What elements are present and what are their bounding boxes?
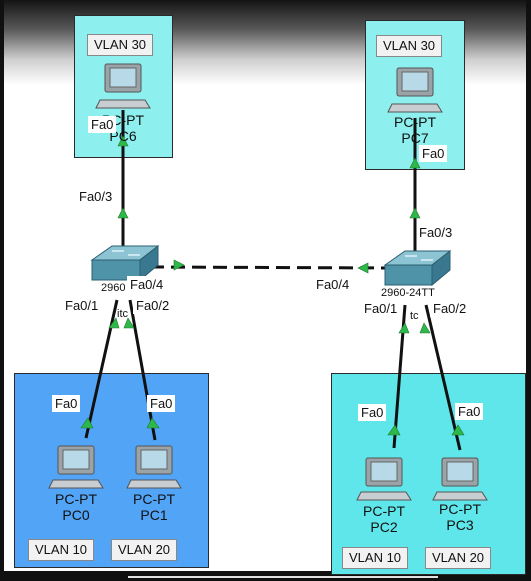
pc7-name-label: PC7 xyxy=(401,130,429,146)
pc7-port-label: Fa0 xyxy=(419,145,448,162)
pc3-type-label: PC-PT xyxy=(439,501,481,517)
switch1-name-label: tc xyxy=(410,310,419,322)
link-light xyxy=(398,322,410,334)
switch0-port-fa01-label: Fa0/1 xyxy=(62,297,102,314)
pc-icon-pc3 xyxy=(432,457,488,501)
vlan-tag-top-left: VLAN 30 xyxy=(87,34,154,56)
link-light xyxy=(117,207,129,219)
link-light xyxy=(173,259,185,271)
switch0-port-fa03-label: Fa0/3 xyxy=(79,189,113,204)
cable-pc3-switch1 xyxy=(424,304,462,451)
switch0-model-label: 2960 xyxy=(101,282,126,294)
link-light xyxy=(117,135,129,147)
right-border xyxy=(526,0,531,581)
pc3-name-label: PC3 xyxy=(446,517,474,533)
pc2-name-label: PC2 xyxy=(370,519,398,535)
link-light xyxy=(451,424,465,436)
link-light xyxy=(419,322,431,334)
pc2-type-label: PC-PT xyxy=(363,503,405,519)
link-light xyxy=(357,262,369,274)
vlan-tag-bottom-right-b: VLAN 20 xyxy=(425,547,492,569)
vlan-tag-bottom-left-b: VLAN 20 xyxy=(111,539,178,561)
switch0-name-label: itc xyxy=(117,308,128,320)
link-light xyxy=(123,317,135,329)
switch1-port-fa04-label: Fa0/4 xyxy=(313,276,353,293)
pc-icon-pc7 xyxy=(387,67,443,113)
pc-icon-pc6 xyxy=(95,63,151,109)
switch-icon-right xyxy=(383,249,452,287)
link-light xyxy=(146,417,160,429)
switch1-port-fa02-label: Fa0/2 xyxy=(430,300,470,317)
link-light xyxy=(409,207,421,219)
pc3-port-label: Fa0 xyxy=(455,403,484,420)
link-light xyxy=(80,417,94,429)
switch0-port-fa04-label: Fa0/4 xyxy=(127,276,167,293)
pc-icon-pc0 xyxy=(48,445,104,489)
vlan-tag-top-right: VLAN 30 xyxy=(376,35,443,57)
switch0-port-fa02-label: Fa0/2 xyxy=(133,297,173,314)
pc-icon-pc2 xyxy=(356,457,412,501)
pc1-type-label: PC-PT xyxy=(133,491,175,507)
trunk-cable xyxy=(149,265,393,270)
pc0-name-label: PC0 xyxy=(62,507,90,523)
switch1-model-label: 2960-24TT xyxy=(381,287,435,299)
cable-pc0-switch0 xyxy=(84,299,119,439)
vlan-area-bottom-left xyxy=(14,373,209,568)
pc7-type-label: PC-PT xyxy=(394,114,436,130)
bottom-scrollbar[interactable] xyxy=(128,576,438,578)
switch1-port-fa01-label: Fa0/1 xyxy=(361,300,401,317)
switch1-port-fa03-label: Fa0/3 xyxy=(419,225,453,240)
pc1-port-label: Fa0 xyxy=(147,395,176,412)
link-light xyxy=(387,424,401,436)
link-light xyxy=(108,317,120,329)
pc2-port-label: Fa0 xyxy=(358,404,387,421)
pc0-port-label: Fa0 xyxy=(52,395,81,412)
pc-icon-pc1 xyxy=(126,445,182,489)
left-border xyxy=(0,0,4,581)
vlan-tag-bottom-right-a: VLAN 10 xyxy=(342,547,409,569)
switch-icon-left xyxy=(90,244,160,282)
pc6-port-label: Fa0 xyxy=(88,116,117,133)
cable-pc1-switch0 xyxy=(128,299,157,441)
pc1-name-label: PC1 xyxy=(140,507,168,523)
link-light xyxy=(409,157,421,169)
pc0-type-label: PC-PT xyxy=(55,491,97,507)
vlan-tag-bottom-left-a: VLAN 10 xyxy=(28,539,95,561)
